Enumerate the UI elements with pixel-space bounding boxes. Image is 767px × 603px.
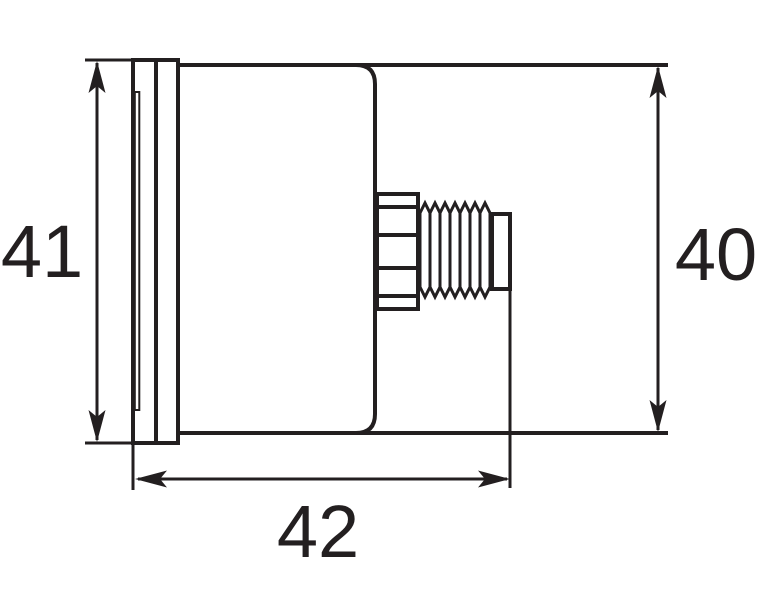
dim-40-arrow-up-icon (649, 66, 667, 98)
dimension-41-group: 41 (1, 58, 135, 445)
stem-end-cap (490, 212, 512, 291)
stem-hex-nut (375, 192, 420, 311)
dim-42-arrow-left-icon (135, 470, 167, 488)
dim-42-label: 42 (277, 490, 359, 573)
dim-42-arrow-right-icon (478, 470, 510, 488)
stem-thread (418, 199, 492, 301)
gauge-outline-group (131, 58, 668, 445)
gauge-dial-recess-line (133, 91, 141, 411)
dim-41-arrow-up-icon (88, 61, 106, 93)
dimension-40-group: 40 (649, 66, 757, 432)
gauge-case-rear-edge (355, 63, 377, 435)
dim-41-label: 41 (1, 210, 83, 293)
dimension-42-group: 42 (131, 291, 512, 573)
dim-40-arrow-down-icon (649, 400, 667, 432)
thread-tooth (478, 199, 492, 301)
dim-41-arrow-down-icon (88, 410, 106, 442)
dim-40-label: 40 (675, 213, 757, 296)
